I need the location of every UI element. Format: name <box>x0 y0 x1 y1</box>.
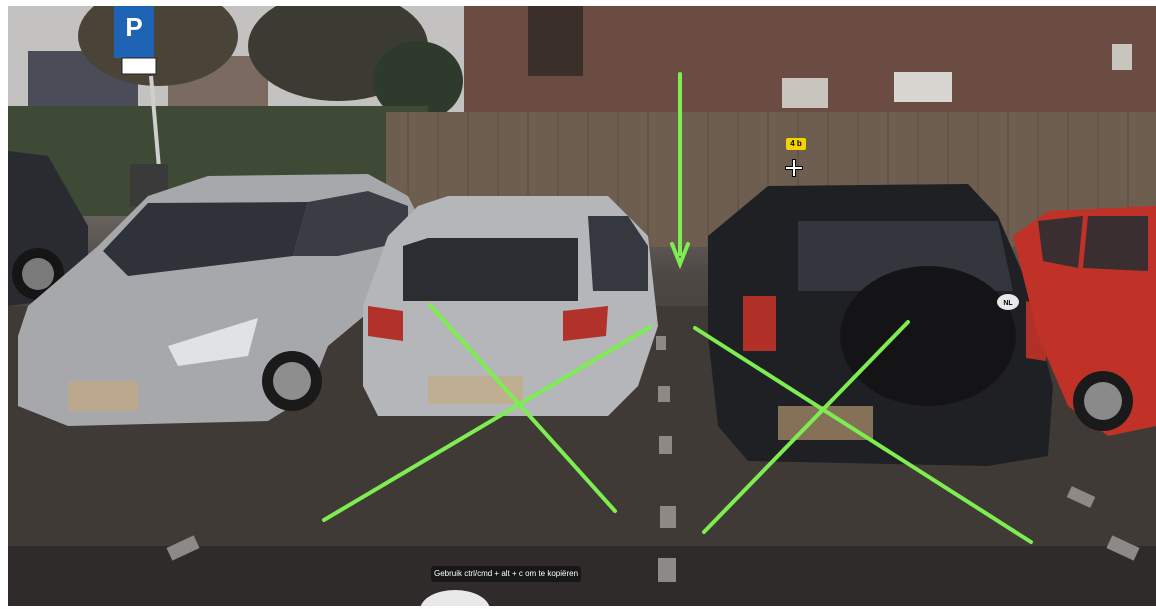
copy-hint-tooltip: Gebruik ctrl/cmd + alt + c om te kopiëre… <box>431 566 581 582</box>
rear-window <box>403 238 578 301</box>
tree <box>373 41 463 121</box>
nl-sticker <box>997 294 1019 310</box>
panorama-image: P <box>8 6 1156 606</box>
cross-line <box>322 325 652 522</box>
license-plate-blurred <box>68 381 138 411</box>
window <box>1112 44 1132 70</box>
down-arrow-head <box>670 242 690 270</box>
svg-text:P: P <box>125 12 142 42</box>
cross-line <box>693 326 1033 544</box>
drag-handle[interactable] <box>420 590 490 606</box>
window <box>782 78 828 108</box>
parking-sign-icon <box>114 6 154 58</box>
side-window <box>293 191 408 256</box>
tail-light <box>743 296 776 351</box>
side-window <box>1083 216 1148 271</box>
headlight <box>168 318 258 366</box>
parking-subsign <box>121 57 157 75</box>
window <box>894 72 952 102</box>
annotation-markers <box>322 72 1033 544</box>
tail-light <box>368 306 403 341</box>
windshield <box>103 202 308 276</box>
tail-light <box>563 306 608 341</box>
balcony <box>528 6 583 76</box>
road <box>8 546 1156 606</box>
side-window <box>588 216 648 291</box>
coordinate-badge: 4 b <box>786 138 806 150</box>
nl-sticker-label: NL <box>1003 300 1013 307</box>
cross-line <box>702 320 910 534</box>
street-view-panorama[interactable]: P <box>8 6 1156 606</box>
side-window <box>1038 216 1083 268</box>
cross-line <box>428 303 617 513</box>
spare-wheel-cover <box>840 266 1016 406</box>
crosshair-icon[interactable] <box>784 158 804 178</box>
